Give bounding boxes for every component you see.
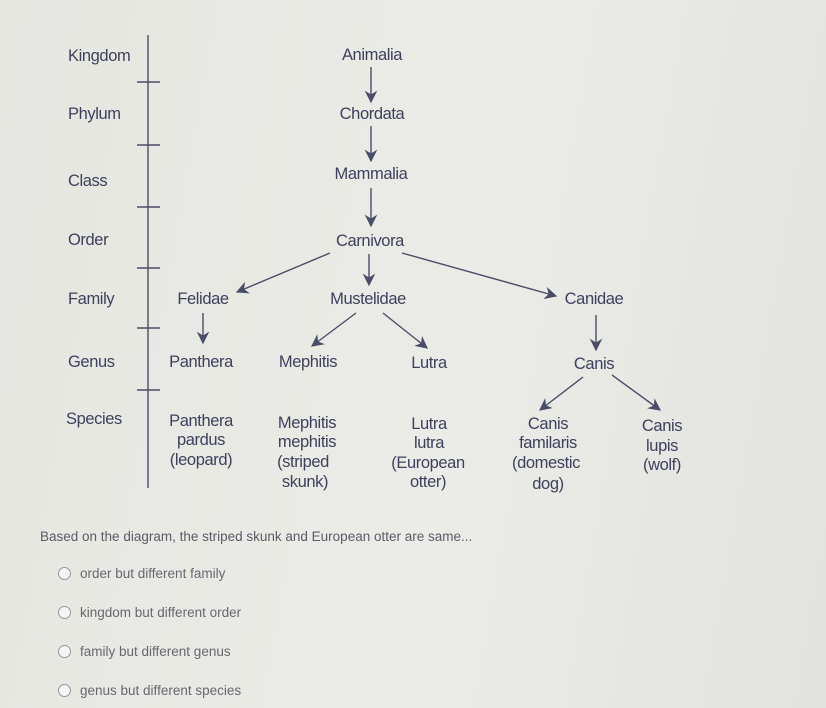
svg-text:lupis: lupis (646, 437, 678, 455)
svg-text:pardus: pardus (177, 431, 225, 449)
option-family-different-genus[interactable]: family but different genus (58, 644, 231, 659)
rank-labels: Kingdom Phylum Class Order Family Genus … (66, 47, 131, 428)
node-canis: Canis (574, 355, 614, 373)
option-genus-different-species[interactable]: genus but different species (58, 683, 241, 698)
species-leopard: Panthera pardus (leopard) (169, 412, 234, 469)
node-panthera: Panthera (169, 353, 234, 371)
svg-text:Mephitis: Mephitis (278, 414, 336, 432)
node-mustelidae: Mustelidae (330, 290, 406, 308)
rank-class: Class (68, 172, 107, 190)
radio-button[interactable] (58, 645, 71, 658)
question-text: Based on the diagram, the striped skunk … (40, 529, 473, 544)
svg-text:Panthera: Panthera (169, 412, 234, 430)
option-label: kingdom but different order (80, 605, 242, 620)
species-wolf: Canis lupis (wolf) (642, 417, 683, 474)
svg-text:familaris: familaris (519, 434, 577, 452)
axis-ticks (137, 81, 160, 391)
node-mephitis: Mephitis (279, 353, 337, 371)
radio-button[interactable] (58, 606, 71, 619)
radio-button[interactable] (58, 567, 71, 580)
rank-order: Order (68, 231, 109, 249)
rank-kingdom: Kingdom (68, 47, 130, 65)
node-mammalia: Mammalia (335, 165, 409, 183)
svg-text:mephitis: mephitis (278, 433, 336, 451)
option-label: order but different family (80, 566, 226, 581)
rank-family: Family (68, 290, 115, 308)
svg-text:(European: (European (391, 454, 465, 472)
arrows (196, 67, 662, 411)
svg-text:Canis: Canis (528, 415, 568, 433)
species-otter: Lutra lutra (European otter) (391, 415, 465, 491)
option-kingdom-different-order[interactable]: kingdom but different order (58, 605, 241, 620)
species-dog: Canis familaris (domestic dog) (512, 415, 580, 493)
svg-text:(striped: (striped (277, 453, 329, 471)
svg-text:otter): otter) (410, 473, 446, 491)
node-felidae: Felidae (177, 290, 229, 308)
svg-text:lutra: lutra (414, 434, 445, 452)
svg-text:skunk): skunk) (282, 473, 328, 491)
species-skunk: Mephitis mephitis (striped skunk) (277, 414, 337, 491)
node-carnivora: Carnivora (336, 232, 405, 250)
svg-text:Canis: Canis (642, 417, 682, 435)
svg-text:(domestic: (domestic (512, 454, 580, 472)
svg-text:(leopard): (leopard) (170, 451, 232, 469)
rank-species: Species (66, 410, 122, 428)
rank-phylum: Phylum (68, 105, 121, 123)
node-canidae: Canidae (565, 290, 624, 308)
svg-text:Lutra: Lutra (411, 415, 448, 433)
rank-genus: Genus (68, 353, 115, 371)
node-animalia: Animalia (342, 46, 403, 64)
node-chordata: Chordata (340, 105, 406, 123)
option-order-different-family[interactable]: order but different family (58, 566, 225, 581)
option-label: family but different genus (80, 644, 231, 659)
option-label: genus but different species (80, 683, 242, 698)
svg-text:(wolf): (wolf) (643, 456, 681, 474)
svg-text:dog): dog) (532, 475, 563, 493)
radio-button[interactable] (58, 684, 71, 697)
node-lutra: Lutra (411, 354, 448, 372)
